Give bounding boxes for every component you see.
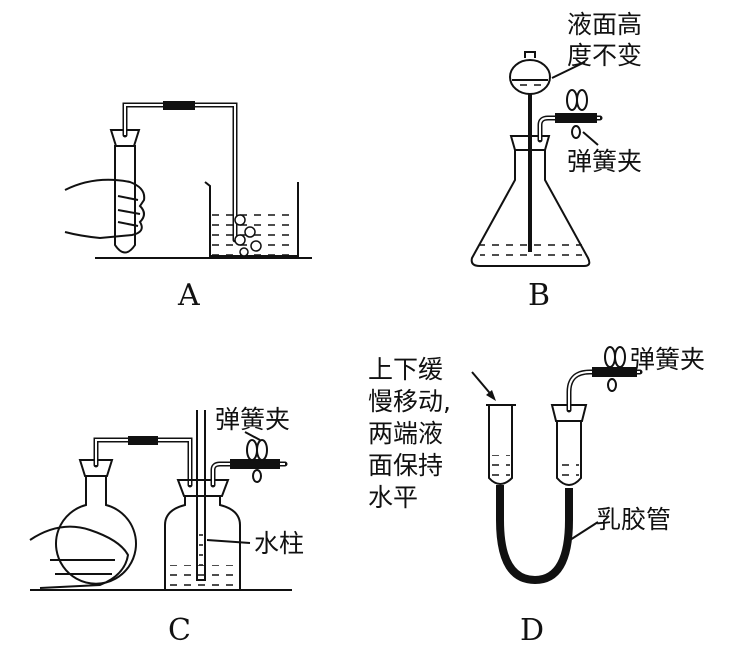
note-line-2: 慢移动,: [368, 387, 451, 416]
clamp-label: 弹簧夹: [630, 345, 705, 374]
long-tube: [196, 410, 206, 581]
note-line-5: 水平: [368, 483, 418, 512]
hand: [29, 525, 130, 589]
water: [167, 565, 238, 589]
label-d: D: [520, 613, 544, 648]
note-line-3: 两端液: [368, 419, 443, 448]
stopper: [109, 129, 141, 147]
test-tube: [114, 145, 136, 254]
rubber-connector: [128, 436, 158, 445]
note-line-2: 度不变: [567, 41, 642, 70]
wide-bottle: [164, 495, 241, 591]
bubbles: [234, 214, 262, 257]
panel-c: 弹簧夹 水柱 C: [29, 405, 304, 648]
stopper: [550, 404, 588, 422]
rubber-tube: [555, 113, 597, 123]
spring-clamp-icon: [566, 89, 588, 139]
panel-b: 液面高 度不变 弹簧夹 B: [470, 10, 642, 313]
stopper: [78, 459, 114, 477]
rubber-tube-label: 乳胶管: [596, 505, 671, 534]
rubber-connector: [163, 101, 195, 110]
note-line-1: 液面高: [567, 10, 642, 39]
water: [480, 236, 582, 264]
rubber-tube: [496, 485, 573, 585]
closed-tube: [556, 420, 582, 486]
rubber-tube-top: [592, 367, 637, 377]
conical-flask: [470, 150, 591, 267]
spring-clamp-icon: [604, 346, 626, 392]
label-c: C: [168, 613, 191, 648]
beaker: [204, 181, 299, 257]
note-line-4: 面保持: [368, 451, 443, 480]
water-column-label: 水柱: [254, 529, 304, 558]
spring-clamp-icon: [246, 439, 268, 483]
label-b: B: [528, 278, 550, 313]
stopper: [176, 479, 230, 497]
clamp-label: 弹簧夹: [215, 405, 290, 434]
hand: [64, 178, 146, 240]
panel-a: A: [64, 101, 312, 313]
stopper: [509, 135, 551, 151]
open-tube: [486, 404, 516, 485]
note-line-1: 上下缓: [368, 355, 443, 384]
label-a: A: [177, 278, 200, 313]
round-flask: [55, 475, 137, 585]
clamp-label: 弹簧夹: [567, 147, 642, 176]
rubber-tube: [230, 459, 280, 469]
panel-d: 上下缓 慢移动, 两端液 面保持 水平 弹簧夹 乳胶管 D: [368, 345, 705, 648]
